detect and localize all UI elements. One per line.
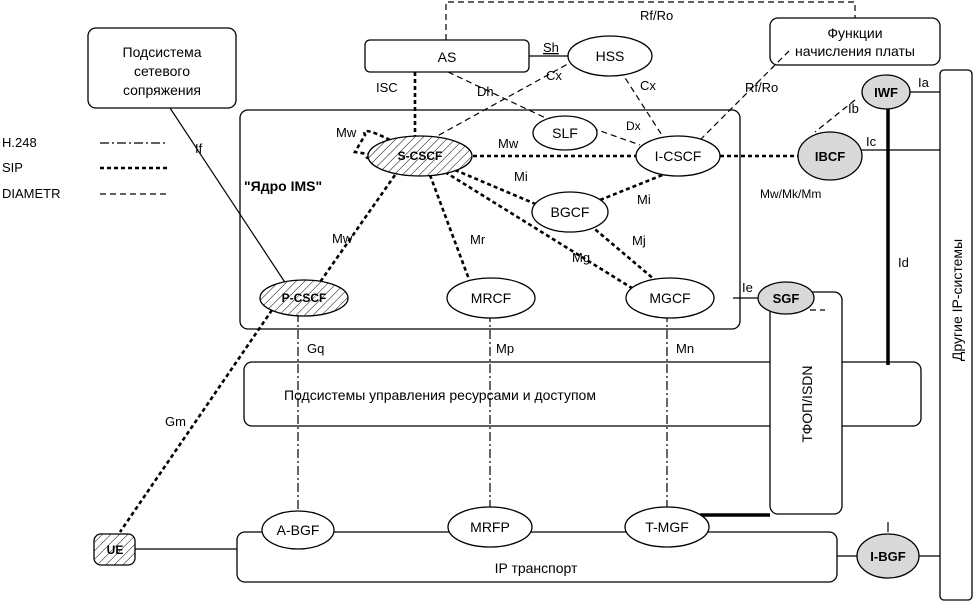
ims-core-box	[239, 109, 741, 330]
mg-label: Mg	[572, 250, 590, 265]
i-bgf-node	[856, 533, 920, 579]
i-bgf-label: I-BGF	[870, 549, 905, 564]
sgf-node	[757, 281, 815, 315]
slf-label: SLF	[552, 125, 578, 141]
mi-icscf-bgcf-line	[599, 170, 671, 202]
ib-label: Ib	[848, 101, 859, 116]
resource-control-label: Подсистемы управления ресурсами и доступ…	[284, 387, 596, 403]
rf-ro-right-label: Rf/Ro	[745, 80, 778, 95]
ims-core-title: "Ядро IMS"	[244, 178, 322, 194]
a-bgf-node	[261, 510, 335, 550]
rf-ro-right-line	[699, 49, 791, 141]
charging-line1: Функции	[827, 25, 882, 41]
legend-diameter-label: DIAMETR	[2, 186, 61, 201]
legend-h248-label: H.248	[2, 135, 37, 150]
mr-line	[428, 174, 472, 283]
interwork-subsystem-line3: сопряжения	[123, 82, 201, 98]
mrcf-node	[446, 277, 536, 319]
t-mgf-node	[624, 506, 710, 548]
p-cscf-node	[259, 279, 349, 317]
mw-loop-line	[352, 129, 391, 157]
mj-label: Mj	[632, 233, 646, 248]
dx-label: Dx	[626, 119, 641, 133]
slf-node	[532, 115, 598, 151]
dh-label: Dh	[477, 84, 494, 99]
interwork-subsystem-line2: сетевого	[134, 63, 190, 79]
t-mgf-label: T-MGF	[645, 519, 689, 535]
interwork-subsystem-box	[87, 27, 237, 109]
mg-line	[444, 170, 636, 292]
dh-line	[447, 71, 551, 121]
hss-node	[567, 35, 653, 77]
mi-icscf-bgcf-label: Mi	[637, 192, 651, 207]
mi-scscf-bgcf-line	[454, 168, 546, 210]
mrcf-label: MRCF	[471, 290, 511, 306]
iwf-label: IWF	[874, 85, 898, 100]
legend: H.248 SIP DIAMETR	[2, 135, 168, 201]
bgcf-label: BGCF	[551, 204, 590, 220]
sh-label: Sh	[543, 40, 559, 55]
mw-loop-label: Mw	[336, 125, 357, 140]
ibcf-label: IBCF	[815, 149, 845, 164]
cx-scscf-label: Cx	[546, 68, 562, 83]
mw-mk-mm-label: Mw/Mk/Mm	[760, 187, 821, 201]
mw-scscf-pcscf-line	[316, 174, 397, 286]
isc-label: ISC	[376, 80, 398, 95]
mrfp-node	[447, 506, 533, 548]
mj-line	[589, 224, 656, 281]
ia-label: Ia	[918, 75, 930, 90]
mw-scscf-pcscf-label: Mw	[332, 231, 353, 246]
ibcf-node	[797, 131, 863, 181]
iwf-node	[861, 74, 911, 110]
ic-label: Ic	[866, 134, 877, 149]
other-ip-systems-label: Другие IP-системы	[949, 239, 965, 361]
a-bgf-label: A-BGF	[277, 522, 320, 538]
interwork-subsystem-line1: Подсистема	[123, 44, 202, 60]
cx-icscf-hss-line	[619, 69, 666, 141]
mw-scscf-icscf-label: Mw	[498, 136, 519, 151]
mrfp-label: MRFP	[470, 519, 510, 535]
mr-label: Mr	[470, 232, 486, 247]
cx-scscf-hss-line	[429, 59, 576, 141]
charging-line2: начисления платы	[795, 43, 915, 59]
rf-ro-top-line	[445, 1, 856, 40]
gm-label: Gm	[165, 414, 186, 429]
other-ip-systems-box	[939, 69, 973, 601]
as-label: AS	[438, 49, 457, 65]
ip-transport-label: IP транспорт	[495, 560, 578, 576]
bgcf-node	[531, 191, 609, 233]
pstn-isdn-label: ТФОП/ISDN	[799, 365, 815, 442]
ue-node	[93, 533, 136, 566]
if-line	[169, 107, 291, 291]
cx-icscf-label: Cx	[640, 78, 656, 93]
p-cscf-label: P-CSCF	[282, 291, 327, 305]
id-label: Id	[898, 255, 909, 270]
legend-sip-label: SIP	[2, 160, 23, 175]
mp-label: Mp	[496, 341, 514, 356]
rf-ro-top-label: Rf/Ro	[640, 8, 673, 23]
resource-control-box	[243, 361, 922, 427]
gq-label: Gq	[307, 341, 324, 356]
s-cscf-node	[367, 135, 473, 177]
if-label: If	[195, 141, 203, 156]
dx-line	[591, 127, 641, 146]
hss-label: HSS	[596, 48, 625, 64]
gm-line	[118, 309, 274, 533]
mgcf-label: MGCF	[649, 290, 690, 306]
mi-scscf-bgcf-label: Mi	[514, 169, 528, 184]
ie-label: Ie	[742, 280, 753, 295]
i-cscf-label: I-CSCF	[655, 148, 702, 164]
sgf-label: SGF	[773, 291, 800, 306]
s-cscf-label: S-CSCF	[398, 149, 443, 163]
i-cscf-node	[635, 135, 721, 177]
ue-label: UE	[107, 543, 124, 557]
ib-line	[814, 99, 856, 133]
mn-label: Mn	[676, 341, 694, 356]
mgcf-node	[625, 277, 715, 319]
